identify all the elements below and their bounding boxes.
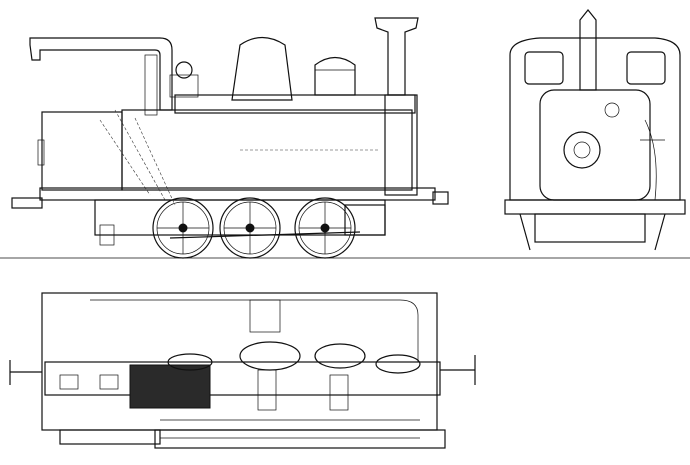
rear-step (59, 429, 161, 445)
wheel-plan-1 (167, 353, 213, 371)
front-frame (534, 213, 646, 243)
coupling-rod (169, 231, 361, 239)
front-buffer (432, 191, 449, 205)
cylinder (344, 204, 386, 236)
rear-window-plan (59, 374, 79, 390)
plan-frame (44, 361, 441, 396)
crane-post (144, 54, 158, 116)
steam-dome (231, 36, 293, 101)
front-buffer-plan (440, 355, 476, 385)
hidden-lines (99, 109, 380, 206)
whistle (175, 61, 193, 79)
wheel-plan-4 (375, 354, 421, 374)
wheel-guards (519, 213, 666, 251)
pipework (640, 119, 665, 201)
wheel-plan-3 (314, 343, 366, 369)
step (99, 224, 115, 246)
side-tank (121, 109, 413, 191)
firebox (129, 364, 211, 409)
smokebox-door (563, 131, 601, 169)
cab-front (509, 37, 681, 201)
smokebox-front (539, 89, 651, 201)
rear-buffer (11, 197, 43, 209)
chimney-front (579, 9, 597, 91)
side-elevation (11, 17, 449, 259)
plan-side-frame (154, 429, 446, 449)
crane-arm (29, 37, 173, 111)
rear-bunker (41, 111, 123, 191)
boiler-top (174, 94, 416, 114)
front-window-left (524, 51, 564, 85)
dome-plan (249, 299, 281, 333)
rear-buffer-plan (9, 360, 42, 385)
chimney (374, 17, 419, 96)
rear-lamp (37, 139, 45, 166)
front-elevation (504, 9, 686, 251)
axle-box (257, 369, 277, 411)
front-beam (504, 199, 686, 215)
axle-box-2 (329, 374, 349, 411)
plan-view (9, 292, 476, 449)
tank-outline (90, 299, 419, 362)
front-window-right (626, 51, 666, 85)
frame (94, 199, 386, 236)
cab-fittings (169, 74, 199, 98)
smokebox (384, 94, 418, 196)
wheel-plan-2 (239, 341, 301, 371)
sand-dome (314, 56, 356, 96)
driving-wheels (152, 197, 356, 259)
pressure-gauge (604, 102, 620, 118)
